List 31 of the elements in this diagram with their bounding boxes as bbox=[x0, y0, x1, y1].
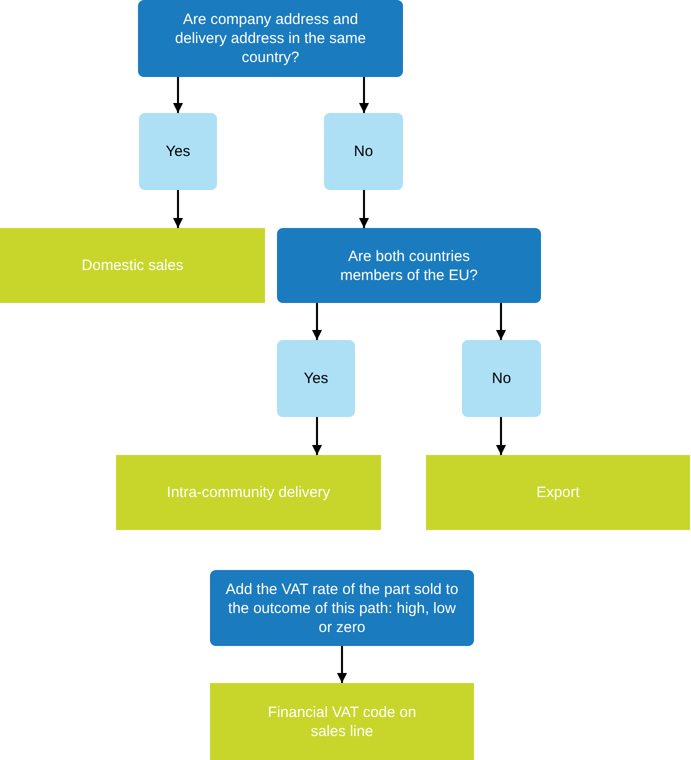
result-box bbox=[0, 228, 265, 303]
arrow bbox=[359, 190, 369, 228]
decision-box bbox=[138, 0, 403, 77]
box-label: Yes bbox=[166, 142, 190, 161]
arrow bbox=[337, 646, 347, 683]
arrow bbox=[312, 417, 322, 455]
box-label: Financial VAT code on sales line bbox=[266, 702, 418, 740]
instruction-box bbox=[210, 570, 474, 646]
answer-box bbox=[462, 340, 541, 417]
arrow bbox=[496, 303, 506, 340]
result-box bbox=[116, 455, 381, 530]
arrow bbox=[312, 303, 322, 340]
box-label: Export bbox=[536, 483, 580, 502]
arrow bbox=[496, 417, 506, 455]
result-box bbox=[210, 683, 474, 760]
box-label: Domestic sales bbox=[82, 256, 184, 275]
answer-box bbox=[324, 113, 403, 190]
box-label: No bbox=[354, 142, 374, 161]
box-label: Intra-community delivery bbox=[166, 483, 330, 502]
box-label: Yes bbox=[304, 369, 328, 388]
result-box bbox=[426, 455, 690, 530]
decision-box bbox=[277, 228, 541, 303]
box-label: Are company address and delivery address in the same country? bbox=[174, 10, 367, 67]
box-label: No bbox=[492, 369, 512, 388]
arrow bbox=[173, 77, 183, 113]
answer-box bbox=[139, 113, 217, 190]
box-label: Add the VAT rate of the part sold to the outcome of this path: high, low or zero bbox=[224, 580, 460, 636]
arrow bbox=[359, 77, 369, 113]
arrow bbox=[173, 190, 183, 228]
answer-box bbox=[277, 340, 355, 417]
box-label: Are both countries members of the EU? bbox=[339, 246, 479, 284]
